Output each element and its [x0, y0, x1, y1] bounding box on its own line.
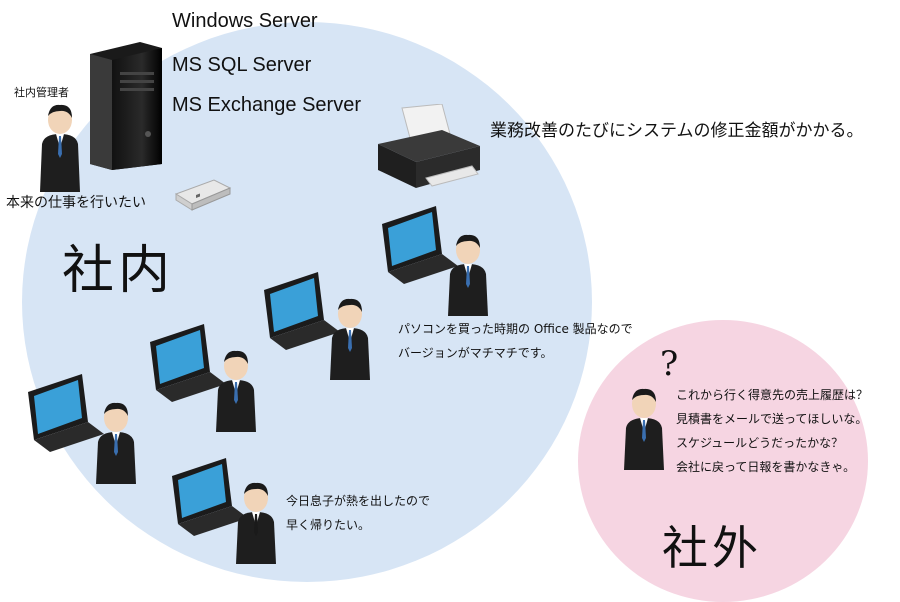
- outside-label: 社外: [662, 521, 762, 575]
- laptop-icon: [380, 204, 460, 284]
- network-switch-icon: [174, 176, 232, 212]
- employee-person-icon: [94, 400, 138, 484]
- laptop-icon: [262, 270, 342, 350]
- sick-note-line-1: 今日息子が熱を出したので: [286, 494, 431, 508]
- server-windows-label: Windows Server: [172, 10, 318, 32]
- printer-icon: [372, 104, 484, 196]
- outside-question-4: 会社に戻って日報を書かなきゃ。: [676, 460, 856, 474]
- question-mark: ?: [660, 344, 679, 384]
- employee-person-icon: [328, 296, 372, 380]
- outside-person-icon: [622, 386, 666, 470]
- admin-label: 社内管理者: [14, 86, 69, 99]
- server-sql-label: MS SQL Server: [172, 54, 312, 76]
- admin-wish-text: 本来の仕事を行いたい: [6, 195, 146, 211]
- employee-person-icon: [234, 480, 278, 564]
- laptop-icon: [26, 372, 106, 452]
- version-note-line-2: バージョンがマチマチです。: [398, 346, 553, 360]
- sick-note-line-2: 早く帰りたい。: [286, 518, 371, 532]
- admin-person-icon: [38, 102, 82, 192]
- cost-note-text: 業務改善のたびにシステムの修正金額がかかる。: [490, 121, 864, 141]
- server-exchange-label: MS Exchange Server: [172, 94, 361, 116]
- laptop-icon: [170, 456, 250, 536]
- employee-person-icon: [214, 348, 258, 432]
- outside-question-1: これから行く得意先の売上履歴は？: [676, 388, 869, 402]
- employee-person-icon: [446, 232, 490, 316]
- outside-question-2: 見積書をメールで送ってほしいな。: [676, 412, 868, 426]
- server-tower-icon: [90, 42, 162, 170]
- outside-question-3: スケジュールどうだったかな？: [676, 436, 844, 450]
- laptop-icon: [148, 322, 228, 402]
- version-note-line-1: パソコンを買った時期の Office 製品なので: [398, 322, 633, 336]
- inside-label: 社内: [62, 241, 175, 301]
